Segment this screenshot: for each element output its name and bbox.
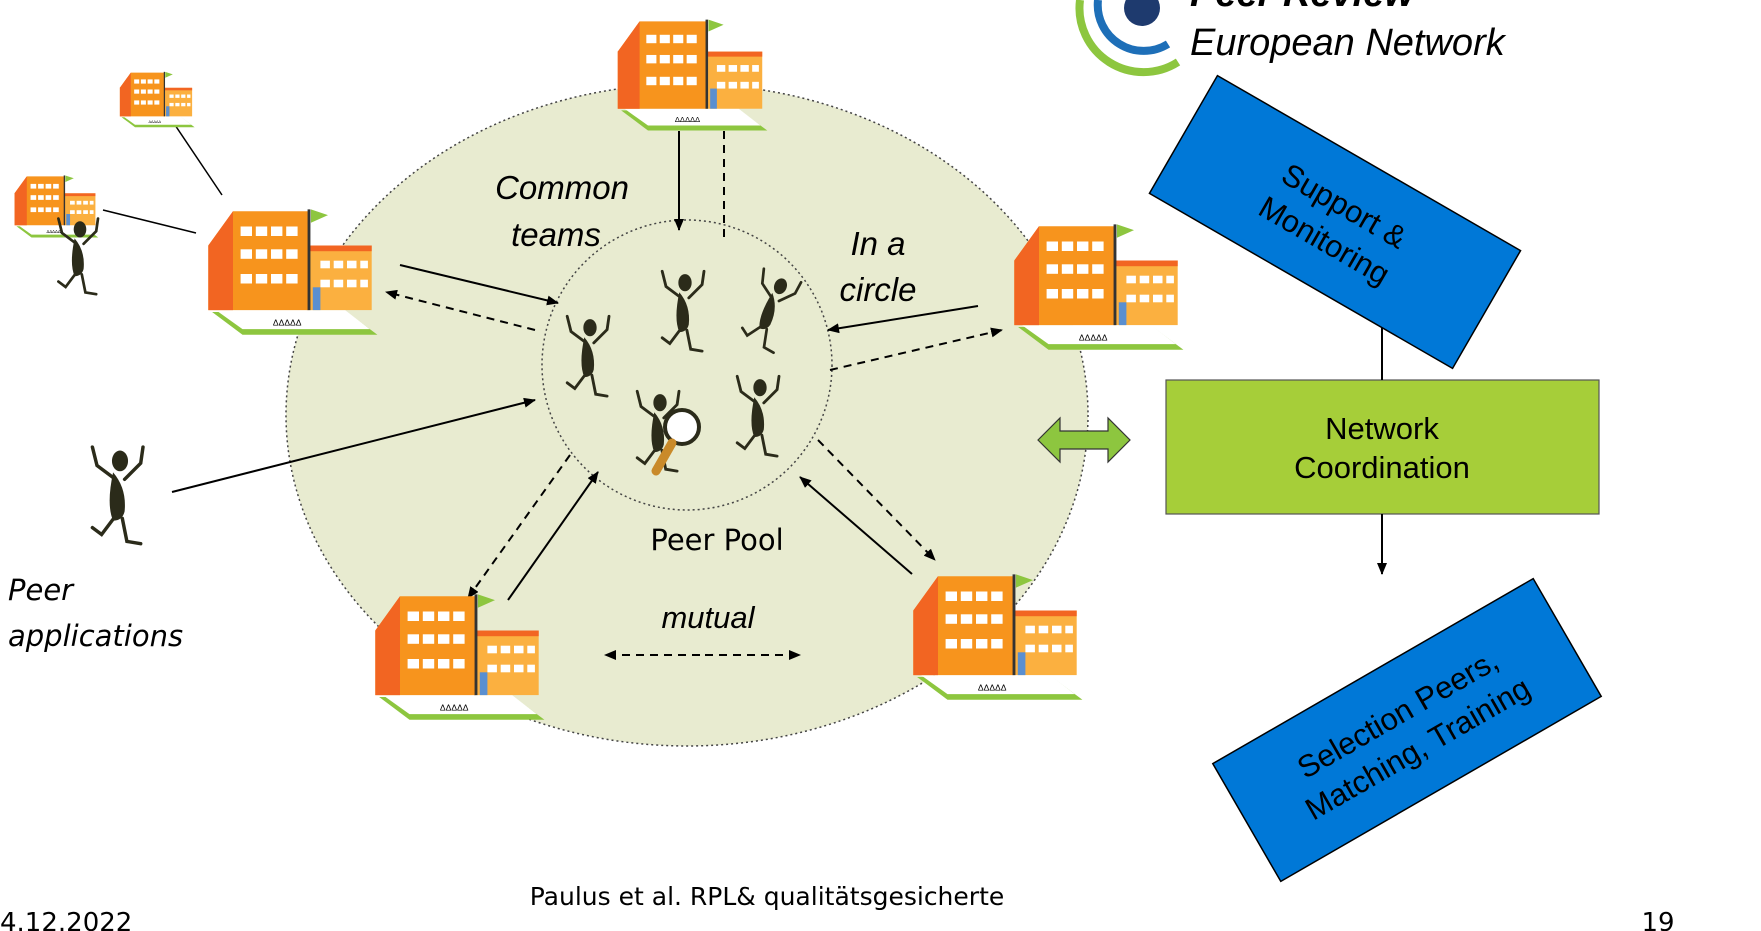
network-coordination-box — [1165, 379, 1600, 515]
peer-applications-label-line1: Peer — [8, 573, 75, 607]
common-teams-label-line1: Common — [495, 169, 629, 206]
network-coordination-label-line2: Coordination — [1294, 450, 1470, 485]
common-teams-label-line2: teams — [511, 216, 601, 253]
in-a-circle-label-line1: In a — [850, 225, 905, 262]
school-building-bottom-right — [911, 572, 1084, 702]
logo-ring-blue-icon — [1093, 0, 1171, 55]
logo-ring-green-icon — [1075, 0, 1181, 77]
logo-subtitle: European Network — [1190, 22, 1507, 64]
double-arrow-icon — [1037, 416, 1131, 464]
footer-date: 4.12.2022 — [0, 908, 132, 931]
arrows-solid — [171, 131, 979, 601]
school-building-top — [616, 18, 769, 132]
in-a-circle-label-line2: circle — [839, 271, 916, 308]
school-building-small-top — [119, 71, 196, 128]
magnifier-figure-icon — [635, 389, 701, 476]
peer-review-logo: Peer Review European Network — [1075, 0, 1507, 77]
selection-peers-box: Selection Peers, Matching, Training — [1211, 577, 1603, 883]
connector-line — [102, 209, 197, 234]
school-building-right — [1012, 222, 1185, 352]
peer-pool-label: Peer Pool — [650, 523, 783, 557]
school-building-left — [206, 207, 379, 337]
connector-line — [174, 124, 223, 196]
support-monitoring-box: Support & Monitoring — [1148, 74, 1522, 370]
network-coordination-label-line1: Network — [1325, 411, 1439, 446]
mutual-label: mutual — [661, 600, 755, 635]
peer-applicant-figure-icon — [90, 445, 145, 546]
peer-pool-circle — [541, 219, 833, 511]
logo-dot-icon — [1124, 0, 1160, 26]
peer-applications-label-line2: applications — [8, 619, 183, 653]
footer-page-number: 19 — [1641, 908, 1674, 931]
logo-title: Peer Review — [1190, 0, 1416, 15]
footer-citation: Paulus et al. RPL& qualitätsgesicherte — [530, 882, 1005, 911]
arrows-dashed — [385, 117, 1003, 660]
